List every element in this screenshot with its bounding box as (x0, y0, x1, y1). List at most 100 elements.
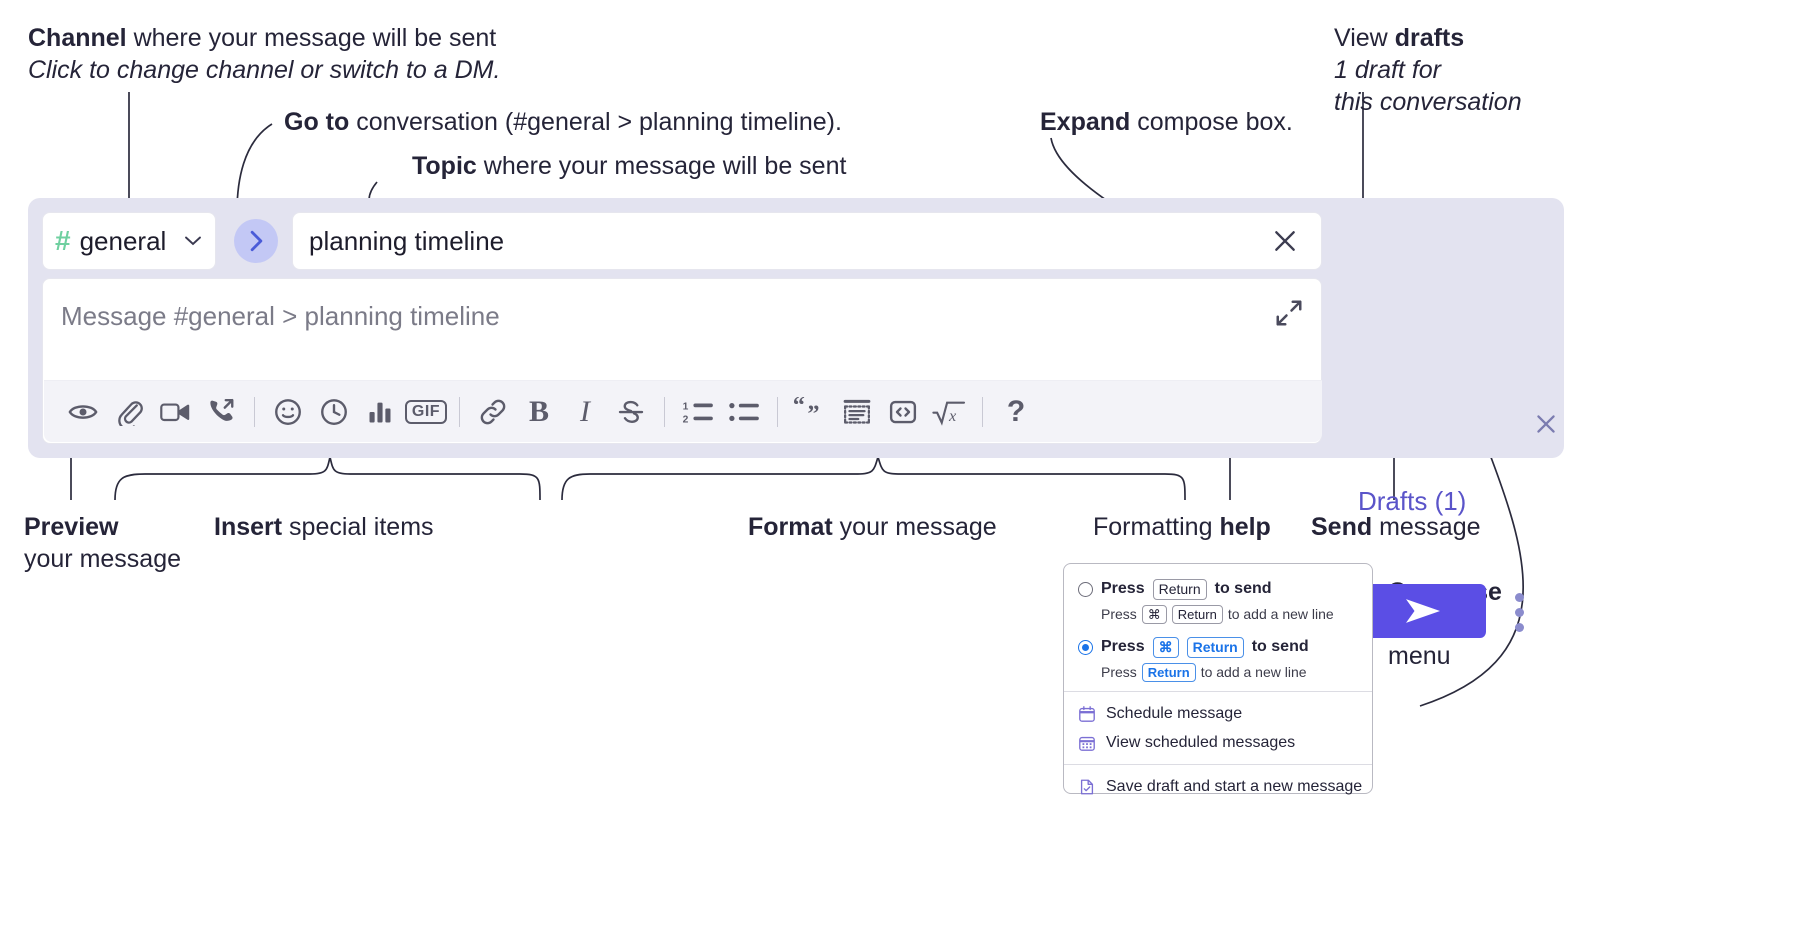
save-draft-icon (1078, 778, 1096, 796)
send-option-cmd-return[interactable]: Press ⌘ Return to send (1064, 634, 1372, 660)
annotation-send-bold: Send (1311, 513, 1373, 541)
bold-glyph: B (528, 394, 549, 428)
compose-widget: Drafts (1) # general planning timeline (28, 198, 1566, 638)
annotation-channel: Channel where your message will be sent … (28, 22, 500, 86)
menu-item-schedule-message[interactable]: Schedule message (1064, 699, 1372, 728)
annotation-expand-bold: Expand (1040, 108, 1131, 136)
option2-pre: Press (1101, 638, 1145, 655)
compose-options-popup: Press Return to send Press ⌘ Return to a… (1063, 563, 1373, 795)
annotation-help-pre: Formatting (1093, 513, 1220, 541)
toolbar-separator (982, 396, 983, 427)
kebab-dot (1514, 622, 1524, 632)
annotation-drafts-pre: View (1334, 24, 1395, 52)
popup-divider (1064, 764, 1372, 765)
annotation-preview-line2: your message (24, 545, 182, 573)
math-icon[interactable]: x (926, 389, 972, 435)
clear-topic-icon[interactable] (1265, 221, 1305, 261)
annotation-preview: Preview your message (24, 511, 181, 575)
hash-icon: # (55, 225, 71, 256)
bold-icon[interactable]: B (516, 389, 562, 435)
menu-item-label: View scheduled messages (1106, 733, 1296, 751)
code-block-icon[interactable] (834, 389, 880, 435)
clock-icon[interactable] (311, 389, 357, 435)
message-placeholder: Message #general > planning timeline (61, 301, 500, 331)
option2-sub-post: to add a new line (1200, 664, 1307, 680)
menu-item-save-draft[interactable]: Save draft and start a new message (1064, 772, 1372, 801)
key-return: Return (1186, 636, 1244, 658)
annotation-format-rest: your message (832, 513, 997, 541)
menu-item-label: Schedule message (1106, 704, 1243, 722)
close-icon[interactable] (1526, 404, 1566, 444)
gif-label: GIF (404, 399, 448, 424)
menu-item-label: Save draft and start a new message (1106, 777, 1363, 795)
blockquote-icon[interactable]: “ ” (788, 389, 834, 435)
annotation-drafts-italic-2: this conversation (1334, 88, 1522, 116)
channel-selector[interactable]: # general (42, 212, 216, 270)
annotation-preview-bold: Preview (24, 513, 119, 541)
kebab-dot (1514, 592, 1524, 602)
annotation-drafts-bold: drafts (1394, 24, 1465, 52)
preview-icon[interactable] (60, 389, 106, 435)
toolbar-separator (459, 396, 460, 427)
drafts-link[interactable]: Drafts (1) (1358, 486, 1467, 516)
annotation-channel-italic: Click to change channel or switch to a D… (28, 56, 501, 84)
menu-item-view-scheduled[interactable]: View scheduled messages (1064, 728, 1372, 757)
link-icon[interactable] (470, 389, 516, 435)
svg-text:1: 1 (683, 401, 689, 412)
compose-top-row: # general planning timeline (42, 212, 1322, 270)
annotation-send-rest: message (1372, 513, 1481, 541)
send-option-return-sub: Press ⌘ Return to add a new line (1064, 602, 1372, 626)
calendar-clock-icon (1078, 705, 1096, 723)
ordered-list-icon[interactable]: 1 2 (675, 389, 721, 435)
option1-post: to send (1214, 580, 1272, 597)
svg-text:x: x (948, 406, 957, 424)
annotation-topic-bold: Topic (412, 152, 477, 180)
send-button[interactable] (1360, 584, 1486, 638)
italic-icon[interactable]: I (562, 389, 608, 435)
expand-compose-icon[interactable] (1269, 293, 1309, 333)
annotation-format-bold: Format (748, 513, 833, 541)
strikethrough-icon[interactable] (608, 389, 654, 435)
annotation-topic: Topic where your message will be sent (412, 150, 846, 182)
chevron-down-icon (183, 231, 203, 252)
option2-post: to send (1251, 638, 1309, 655)
message-input-box[interactable]: Message #general > planning timeline (42, 278, 1322, 444)
option1-sub-post: to add a new line (1227, 606, 1334, 622)
radio-button-selected[interactable] (1078, 639, 1093, 655)
annotation-compose-plain: menu (1388, 642, 1451, 670)
topic-value: planning timeline (309, 225, 505, 256)
attachment-icon[interactable] (106, 389, 152, 435)
toolbar-separator (777, 396, 778, 427)
goto-conversation-button[interactable] (234, 219, 278, 263)
option2-sub-pre: Press (1101, 664, 1137, 680)
kebab-dot (1514, 607, 1524, 617)
emoji-icon[interactable] (265, 389, 311, 435)
code-icon[interactable] (880, 389, 926, 435)
option1-sub-pre: Press (1101, 606, 1137, 622)
formatting-toolbar: GIF B I 1 (44, 380, 1322, 442)
compose-options-menu-button[interactable] (1506, 588, 1532, 636)
radio-button[interactable] (1078, 581, 1093, 597)
annotation-insert: Insert special items (214, 511, 434, 543)
poll-icon[interactable] (357, 389, 403, 435)
gif-icon[interactable]: GIF (403, 389, 449, 435)
phone-icon[interactable] (198, 389, 244, 435)
annotation-topic-rest: where your message will be sent (476, 152, 847, 180)
annotation-goto-rest: conversation (#general > planning timeli… (349, 108, 842, 136)
key-return: Return (1141, 662, 1196, 682)
video-icon[interactable] (152, 389, 198, 435)
annotation-formatting-help: Formatting help (1093, 511, 1271, 543)
question-mark-glyph: ? (1006, 394, 1026, 428)
popup-divider (1064, 691, 1372, 692)
annotation-help-bold: help (1219, 513, 1271, 541)
send-option-cmd-return-sub: Press Return to add a new line (1064, 660, 1372, 684)
topic-input[interactable]: planning timeline (292, 212, 1322, 270)
key-return: Return (1152, 578, 1207, 600)
send-option-return[interactable]: Press Return to send (1064, 576, 1372, 602)
key-command: ⌘ (1141, 604, 1167, 624)
key-command: ⌘ (1152, 636, 1179, 658)
help-icon[interactable]: ? (993, 389, 1039, 435)
bulleted-list-icon[interactable] (721, 389, 767, 435)
channel-name: general (79, 225, 167, 256)
